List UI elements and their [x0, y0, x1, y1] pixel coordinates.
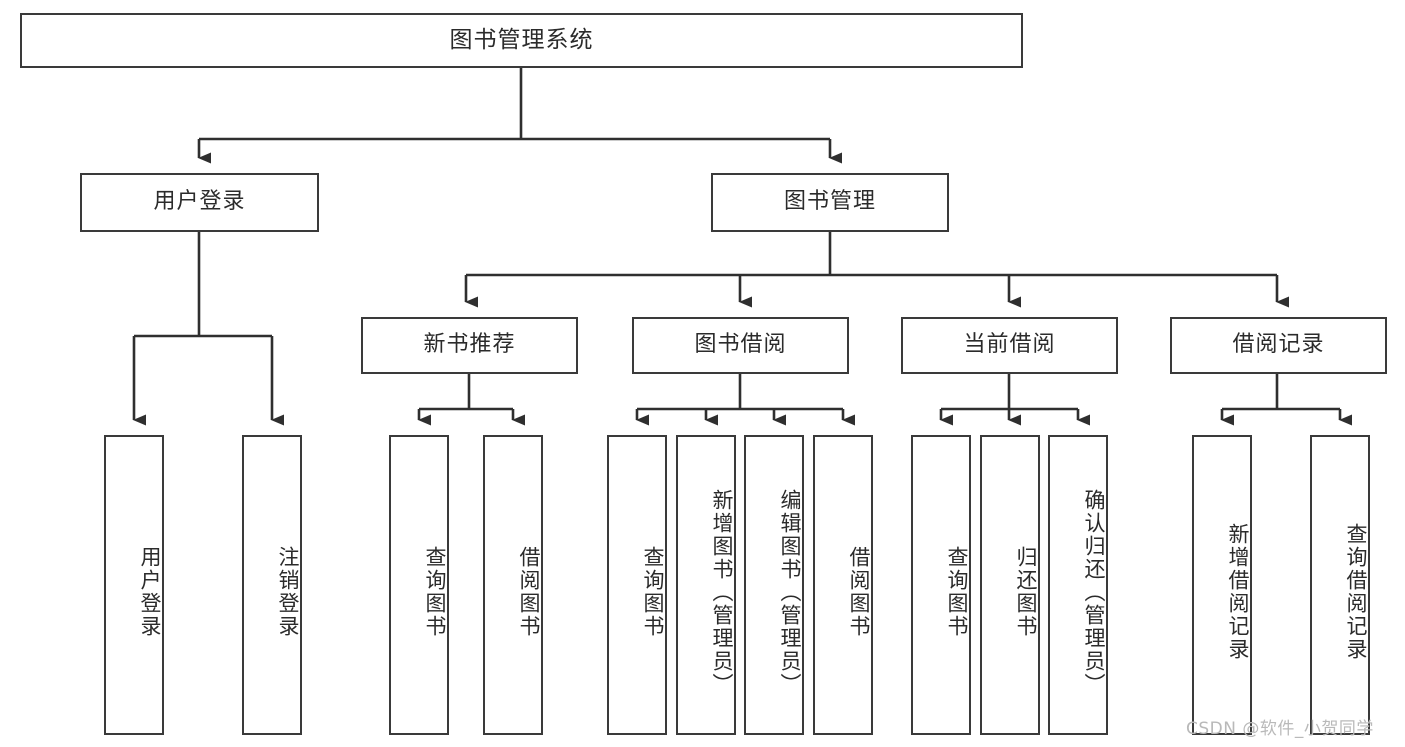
node-leaf-borrow-book-2-label: 借阅图书 — [847, 546, 871, 638]
node-book-borrow-label: 图书借阅 — [694, 332, 787, 358]
node-leaf-borrow-book-2[interactable]: 借阅图书 — [813, 435, 873, 735]
node-leaf-confirm-return-label: 确认归还（管理员） — [1082, 488, 1106, 696]
node-leaf-borrow-book-1-label: 借阅图书 — [517, 546, 541, 638]
node-user-login[interactable]: 用户登录 — [80, 173, 319, 232]
node-leaf-borrow-book-1[interactable]: 借阅图书 — [483, 435, 543, 735]
node-leaf-edit-book[interactable]: 编辑图书（管理员） — [744, 435, 804, 735]
node-leaf-query-book-3[interactable]: 查询图书 — [911, 435, 971, 735]
node-book-manage[interactable]: 图书管理 — [711, 173, 949, 232]
node-leaf-query-book-3-label: 查询图书 — [945, 546, 969, 638]
node-leaf-edit-book-label: 编辑图书（管理员） — [778, 488, 802, 696]
node-leaf-logout-login[interactable]: 注销登录 — [242, 435, 302, 735]
node-new-book-recommend[interactable]: 新书推荐 — [361, 317, 578, 374]
node-leaf-user-login[interactable]: 用户登录 — [104, 435, 164, 735]
node-borrow-record-label: 借阅记录 — [1232, 332, 1325, 358]
node-user-login-label: 用户登录 — [153, 189, 246, 215]
node-current-borrow-label: 当前借阅 — [963, 332, 1056, 358]
node-new-book-recommend-label: 新书推荐 — [423, 332, 516, 358]
node-leaf-add-book[interactable]: 新增图书（管理员） — [676, 435, 736, 735]
node-leaf-query-book-2-label: 查询图书 — [641, 546, 665, 638]
node-leaf-add-record[interactable]: 新增借阅记录 — [1192, 435, 1252, 735]
node-leaf-user-login-label: 用户登录 — [138, 546, 162, 638]
node-leaf-query-book-2[interactable]: 查询图书 — [607, 435, 667, 735]
node-root-system[interactable]: 图书管理系统 — [20, 13, 1023, 68]
node-borrow-record[interactable]: 借阅记录 — [1170, 317, 1387, 374]
node-leaf-add-record-label: 新增借阅记录 — [1226, 523, 1250, 661]
csdn-watermark: CSDN @软件_小贺同学 — [1186, 719, 1374, 739]
node-leaf-add-book-label: 新增图书（管理员） — [710, 488, 734, 696]
node-leaf-return-book-label: 归还图书 — [1014, 546, 1038, 638]
node-leaf-query-book-1[interactable]: 查询图书 — [389, 435, 449, 735]
node-current-borrow[interactable]: 当前借阅 — [901, 317, 1118, 374]
node-leaf-confirm-return[interactable]: 确认归还（管理员） — [1048, 435, 1108, 735]
node-root-label: 图书管理系统 — [449, 26, 594, 53]
node-book-manage-label: 图书管理 — [783, 189, 876, 215]
node-leaf-return-book[interactable]: 归还图书 — [980, 435, 1040, 735]
node-leaf-query-record-label: 查询借阅记录 — [1344, 523, 1368, 661]
node-leaf-query-book-1-label: 查询图书 — [423, 546, 447, 638]
node-book-borrow[interactable]: 图书借阅 — [632, 317, 849, 374]
node-leaf-logout-login-label: 注销登录 — [276, 546, 300, 638]
node-leaf-query-record[interactable]: 查询借阅记录 — [1310, 435, 1370, 735]
